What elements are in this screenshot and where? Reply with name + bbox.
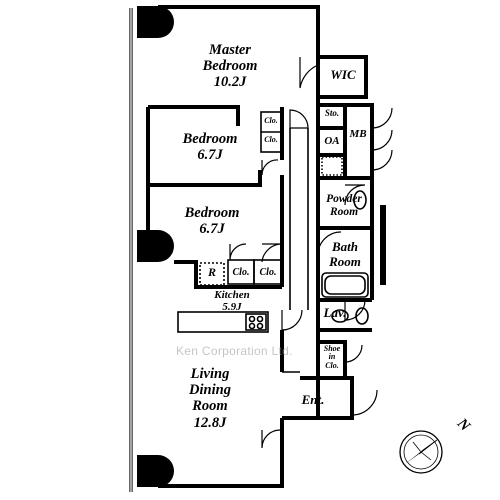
master-bedroom-size: 10.2J (213, 74, 247, 91)
bath-window (380, 205, 386, 285)
closet-2b-label: Clo. (259, 267, 277, 278)
living-dining-label: Living Dining Room 12.8J (170, 366, 250, 431)
oa-label: OA (324, 135, 340, 147)
bath-room-label: Bath Room (329, 239, 361, 269)
bedroom-2-size: 6.7J (199, 221, 225, 238)
kitchen-name: Kitchen (214, 289, 250, 301)
compass-rose-icon (399, 430, 443, 474)
storage-label: Sto. (324, 108, 340, 118)
powder-room-label: Powder Room (326, 193, 362, 218)
bedroom-1-name: Bedroom (182, 131, 238, 147)
structural-columns (137, 6, 174, 487)
closet-1a-label: Clo. (264, 116, 278, 125)
living-size: 12.8J (193, 414, 227, 431)
mb-label: MB (349, 128, 367, 140)
partitions (177, 111, 369, 373)
doors (229, 57, 393, 449)
kitchen-label: Kitchen 5.9J (200, 289, 264, 314)
entrance-label: Ent. (301, 392, 325, 407)
bedroom-2-label: Bedroom 6.7J (170, 205, 254, 237)
master-bedroom-name: Master Bedroom (202, 42, 258, 75)
bedroom-2-name: Bedroom (184, 205, 240, 221)
closet-2a-label: Clo. (232, 267, 250, 278)
wic-label: WIC (330, 67, 356, 82)
living-name: Living Dining Room (189, 366, 231, 415)
bedroom-1-size: 6.7J (197, 147, 223, 164)
refrigerator-label: R (207, 265, 216, 279)
kitchen-size: 5.9J (222, 301, 242, 314)
bedroom-1-label: Bedroom 6.7J (168, 131, 252, 163)
shoe-closet-label: Shoe in Clo. (323, 344, 341, 370)
closet-1b-label: Clo. (264, 135, 278, 144)
facade-window (129, 8, 133, 492)
watermark-text: Ken Corporation Ltd. (176, 344, 293, 358)
lavatory-label: Lav. (323, 305, 347, 320)
master-bedroom-label: Master Bedroom 10.2J (185, 42, 275, 91)
